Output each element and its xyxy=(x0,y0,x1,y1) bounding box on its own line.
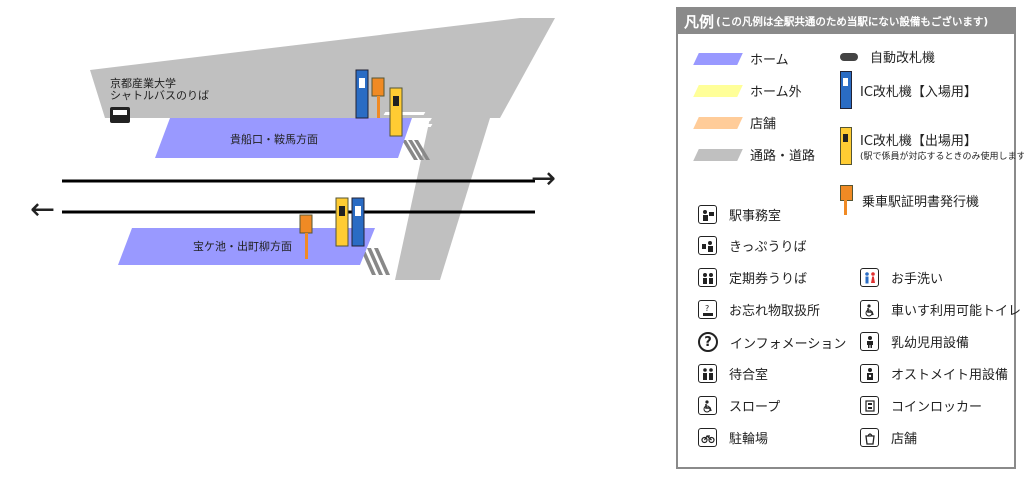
bicycle-parking-icon xyxy=(698,428,717,447)
ic-gate-entry-upper xyxy=(355,69,369,119)
swatch-walkway xyxy=(693,148,743,161)
legend-label: ホーム xyxy=(750,53,789,68)
legend-ic-gate-exit: IC改札機【出場用】 (駅で係員が対応するときのみ使用します) xyxy=(840,127,1024,165)
bus-icon xyxy=(110,107,130,123)
direction-arrow-left: ← xyxy=(30,192,56,227)
station-map-drawing xyxy=(62,18,555,280)
legend-label: 乳幼児用設備 xyxy=(891,336,970,351)
legend-label: 店舗 xyxy=(750,117,777,132)
legend-label: IC改札機【出場用】 xyxy=(860,134,977,149)
ticket-office-icon xyxy=(698,236,717,255)
platform-upper xyxy=(155,118,412,158)
coin-locker-icon xyxy=(860,396,879,415)
legend-label: 駐輪場 xyxy=(729,432,769,447)
legend-shop-area: 店舗 xyxy=(690,113,776,132)
legend-label: IC改札機【入場用】 xyxy=(860,84,977,100)
ic-gate-entry-icon xyxy=(840,71,852,109)
lost-and-found-icon: ? xyxy=(698,300,717,319)
station-map: 京都産業大学 シャトルバスのりば 貴船口・鞍馬方面 宝ケ池・出町柳方面 → ← xyxy=(30,18,557,280)
legend-label: きっぷうりば xyxy=(729,240,807,255)
platform-lower-label: 宝ケ池・出町柳方面 xyxy=(193,240,292,253)
certificate-machine-lower xyxy=(299,214,313,259)
walkway-upper-area xyxy=(90,18,555,118)
legend-label: 通路・道路 xyxy=(750,149,816,164)
restroom-icon xyxy=(860,268,879,287)
legend-restroom: お手洗い xyxy=(860,268,943,287)
legend-ic-gate-entry: IC改札機【入場用】 xyxy=(840,71,977,109)
legend-label: コインロッカー xyxy=(891,400,983,415)
legend-label: お手洗い xyxy=(891,272,944,287)
legend-shop: 店舗 xyxy=(860,428,917,447)
legend-information: ? インフォメーション xyxy=(698,332,846,352)
legend-label: スロープ xyxy=(729,400,781,415)
ostomate-icon xyxy=(860,364,879,383)
swatch-outside-platform xyxy=(693,84,743,97)
legend-title: 凡例 xyxy=(684,13,715,31)
legend-note: (この凡例は全駅共通のため当駅にない設備もございます) xyxy=(716,16,989,28)
legend-bicycle-parking: 駐輪場 xyxy=(698,428,768,447)
ic-gate-exit-lower xyxy=(335,197,349,247)
waiting-room-icon xyxy=(698,364,717,383)
ic-gate-exit-icon xyxy=(840,127,852,165)
shop-icon xyxy=(860,428,879,447)
platform-upper-label: 貴船口・鞍馬方面 xyxy=(230,133,318,146)
svg-text:?: ? xyxy=(705,304,709,313)
legend-station-office: 駅事務室 xyxy=(698,205,781,224)
legend-ostomate: オストメイト用設備 xyxy=(860,364,1008,383)
legend-label: 駅事務室 xyxy=(729,209,782,224)
legend-slope: スロープ xyxy=(698,396,780,415)
legend-label: 車いす利用可能トイレ xyxy=(891,304,1022,319)
swatch-platform xyxy=(693,52,743,65)
legend-certificate-machine: 乗車駅証明書発行機 xyxy=(840,185,979,215)
ic-gate-exit-upper xyxy=(389,87,403,137)
information-icon: ? xyxy=(698,332,718,352)
legend-walkway: 通路・道路 xyxy=(690,145,815,164)
shuttle-bus-stop-label: 京都産業大学 シャトルバスのりば xyxy=(110,78,209,102)
legend-label: オストメイト用設備 xyxy=(891,368,1009,383)
stairs-platform-upper xyxy=(402,140,430,160)
legend-baby-care: 乳幼児用設備 xyxy=(860,332,969,351)
legend-ticket-office: きっぷうりば xyxy=(698,236,806,255)
legend-accessible-toilet: 車いす利用可能トイレ xyxy=(860,300,1021,319)
legend-lost-and-found: ? お忘れ物取扱所 xyxy=(698,300,820,319)
legend-panel: 凡例 (この凡例は全駅共通のため当駅にない設備もございます) ホーム ホーム外 … xyxy=(676,7,1024,469)
certificate-machine-icon xyxy=(840,185,853,215)
slope-icon xyxy=(698,396,717,415)
legend-label: 定期券うりば xyxy=(729,272,808,287)
shuttle-label-line2: シャトルバスのりば xyxy=(110,89,209,102)
legend-label: 待合室 xyxy=(729,368,769,383)
legend-waiting-room: 待合室 xyxy=(698,364,768,383)
station-office-icon xyxy=(698,205,717,224)
legend-label: お忘れ物取扱所 xyxy=(729,304,821,319)
legend-sublabel: (駅で係員が対応するときのみ使用します) xyxy=(860,152,1024,162)
legend-header: 凡例 (この凡例は全駅共通のため当駅にない設備もございます) xyxy=(678,9,1014,34)
ic-gate-entry-lower xyxy=(351,197,365,247)
legend-label: 乗車駅証明書発行機 xyxy=(862,194,980,210)
certificate-machine-upper xyxy=(371,77,385,118)
swatch-shop xyxy=(693,116,743,129)
legend-commuter-pass-office: 定期券うりば xyxy=(698,268,807,287)
walkway-diagonal xyxy=(395,118,490,280)
legend-coin-locker: コインロッカー xyxy=(860,396,982,415)
legend-label: ホーム外 xyxy=(750,85,802,100)
platform-lower xyxy=(118,228,375,265)
commuter-pass-office-icon xyxy=(698,268,717,287)
auto-gate-icon xyxy=(840,52,858,61)
accessible-toilet-icon xyxy=(860,300,879,319)
direction-arrow-right: → xyxy=(531,161,557,196)
legend-label: インフォメーション xyxy=(730,336,847,352)
shuttle-label-line1: 京都産業大学 xyxy=(110,77,176,90)
legend-platform: ホーム xyxy=(690,49,789,68)
legend-outside-platform: ホーム外 xyxy=(690,81,802,100)
legend-label: 店舗 xyxy=(891,432,918,447)
legend-label: 自動改札機 xyxy=(870,51,936,66)
legend-auto-gate: 自動改札機 xyxy=(838,47,935,66)
baby-care-icon xyxy=(860,332,879,351)
